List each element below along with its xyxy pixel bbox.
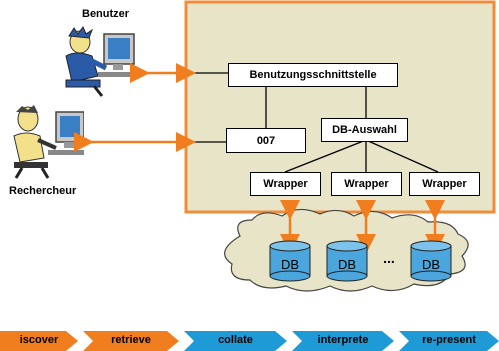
user-label-rechercheur: Rechercheur (9, 185, 77, 197)
process-step-re-present: re-present (399, 331, 499, 351)
process-step-label: re-present (422, 334, 476, 346)
user-label-benutzer: Benutzer (82, 8, 130, 20)
database-label-1: DB (281, 257, 299, 272)
agent-box: 007 (226, 128, 306, 153)
database-label-3: DB (422, 257, 440, 272)
wrapper-box-2: Wrapper (331, 172, 402, 196)
process-step-label: collate (218, 334, 253, 346)
wrapper-box-3: Wrapper (409, 172, 480, 196)
database-cylinder-3 (410, 240, 452, 282)
process-step-interprete: interprete (292, 331, 394, 351)
database-cylinder-1 (269, 240, 311, 282)
process-step-discover: iscover (0, 331, 78, 351)
database-label-2: DB (338, 257, 356, 272)
db-selector-box: DB-Auswahl (321, 118, 408, 142)
database-ellipsis: ... (383, 250, 395, 266)
wrapper-box-1: Wrapper (250, 172, 321, 196)
process-step-collate: collate (184, 331, 287, 351)
interface-box: Benutzungsschnittstelle (228, 63, 398, 87)
process-step-retrieve: retrieve (83, 331, 179, 351)
database-cylinder-2 (326, 240, 368, 282)
process-step-label: retrieve (111, 334, 151, 346)
process-step-label: interprete (317, 334, 369, 346)
process-step-label: iscover (19, 334, 59, 346)
user-at-computer-icon (65, 26, 135, 97)
